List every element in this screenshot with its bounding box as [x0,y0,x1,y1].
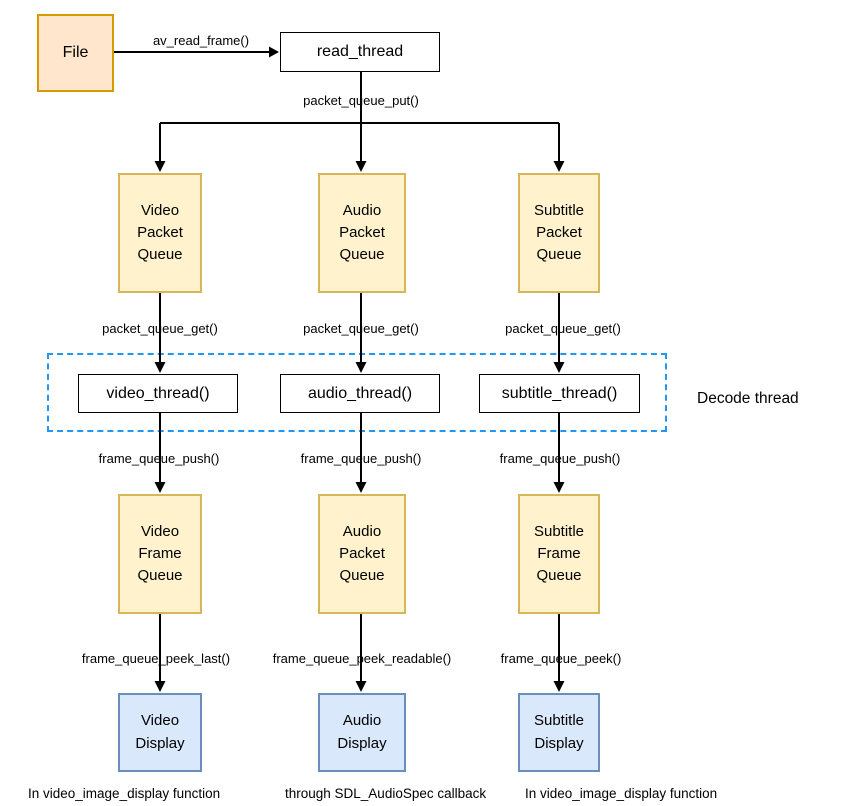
arrowhead-down [553,161,565,172]
node-audio-thread: audio_thread() [280,374,440,413]
node-video-frame-queue: Video Frame Queue [118,494,202,614]
node-subtitle-packet-queue: Subtitle Packet Queue [518,173,600,293]
node-subtitle-display: Subtitle Display [518,693,600,772]
decode-thread-label: Decode thread [697,390,799,407]
node-subtitle-thread: subtitle_thread() [479,374,640,413]
arrowhead-down [355,482,367,493]
edge-file-to-read-thread [114,46,279,58]
edge-label-frame-queue-peek-last: frame_queue_peek_last() [81,651,231,666]
arrowhead-down [553,681,565,692]
node-video-packet-queue: Video Packet Queue [118,173,202,293]
edge-label-packet-queue-get-video: packet_queue_get() [102,321,218,336]
edge-label-frame-queue-peek-readable: frame_queue_peek_readable() [272,651,452,666]
node-video-thread: video_thread() [78,374,238,413]
arrowhead-down [355,161,367,172]
node-subtitle-frame-queue: Subtitle Frame Queue [518,494,600,614]
arrowhead-down [154,681,166,692]
edge-label-packet-queue-put: packet_queue_put() [303,93,419,108]
arrowhead-right [269,46,279,58]
edge-label-packet-queue-get-audio: packet_queue_get() [303,321,419,336]
node-audio-frame-queue: Audio Packet Queue [318,494,406,614]
node-read-thread: read_thread [280,32,440,72]
decode-thread-region [47,353,667,432]
node-audio-packet-queue: Audio Packet Queue [318,173,406,293]
node-audio-display: Audio Display [318,693,406,772]
edge-read-thread-branch [154,72,565,172]
arrowhead-down [154,482,166,493]
caption-subtitle-display: In video_image_display function [525,786,718,801]
edge-label-frame-queue-peek: frame_queue_peek() [500,651,622,666]
node-video-display: Video Display [118,693,202,772]
edge-label-frame-queue-push-audio: frame_queue_push() [300,451,422,466]
edge-label-frame-queue-push-subtitle: frame_queue_push() [499,451,621,466]
arrowhead-down [553,482,565,493]
edge-label-packet-queue-get-subtitle: packet_queue_get() [505,321,621,336]
node-file: File [37,14,114,92]
caption-audio-display: through SDL_AudioSpec callback [285,786,487,801]
arrowhead-down [154,161,166,172]
edge-label-frame-queue-push-video: frame_queue_push() [98,451,220,466]
edge-label-av-read-frame: av_read_frame() [152,33,250,48]
caption-video-display: In video_image_display function [28,786,221,801]
arrowhead-down [355,681,367,692]
